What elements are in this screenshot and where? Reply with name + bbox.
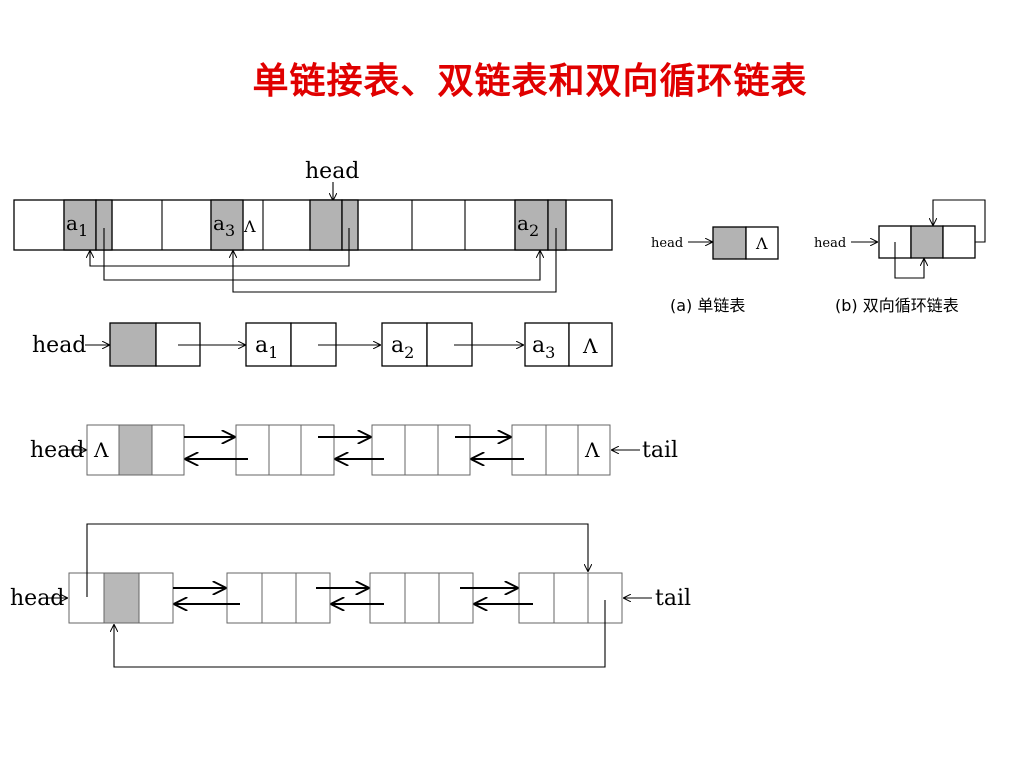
svg-text:head: head bbox=[814, 236, 846, 251]
pointer-head-to-a1 bbox=[90, 228, 350, 267]
svg-text:a3: a3 bbox=[532, 333, 555, 362]
dll-node-1-prior bbox=[235, 424, 270, 476]
svg-text:head: head bbox=[32, 333, 86, 358]
dcll-head-next bbox=[138, 572, 174, 624]
node-a-data bbox=[712, 226, 747, 260]
pointer-a1-to-a2 bbox=[103, 228, 540, 281]
svg-text:Λ: Λ bbox=[582, 334, 598, 358]
sll-head-node-data bbox=[109, 322, 157, 367]
svg-text:tail: tail bbox=[642, 438, 678, 463]
dcll-node-2-prior bbox=[369, 572, 406, 624]
memory-head-label: head bbox=[305, 159, 359, 184]
dll-node-2-prior bbox=[371, 424, 406, 476]
sll-node-a1-data bbox=[245, 322, 292, 367]
sll-node-a2-data bbox=[381, 322, 428, 367]
caption-b: (b) 双向循环链表 bbox=[835, 296, 959, 315]
memory-cell-a2 bbox=[514, 199, 549, 251]
dll-head-data bbox=[118, 424, 153, 476]
caption-a: (a) 单链表 bbox=[670, 296, 745, 315]
dll-node-3-prior bbox=[511, 424, 547, 476]
svg-text:a2: a2 bbox=[517, 211, 539, 240]
pointer-a2-to-a3 bbox=[233, 228, 557, 293]
dcll-head-prior bbox=[68, 572, 105, 624]
sll-node-a3-next bbox=[568, 322, 613, 367]
dll-head-next bbox=[151, 424, 185, 476]
memory-a3-null: Λ bbox=[243, 217, 256, 236]
sll-node-a3-data bbox=[524, 322, 570, 367]
svg-text:a1: a1 bbox=[66, 211, 88, 240]
singly-linked-list: head a1 a2 a3 Λ bbox=[32, 322, 613, 367]
dcll-head-data bbox=[103, 572, 140, 624]
svg-text:Λ: Λ bbox=[93, 438, 109, 462]
svg-text:tail: tail bbox=[655, 586, 691, 611]
svg-text:a1: a1 bbox=[255, 333, 278, 362]
node-a-next bbox=[745, 226, 779, 260]
page-title: 单链接表、双链表和双向循环链表 bbox=[252, 60, 808, 102]
svg-text:a2: a2 bbox=[391, 333, 414, 362]
dcll-node-3-next bbox=[587, 572, 623, 624]
dcll-node-1-prior bbox=[226, 572, 263, 624]
node-b-next bbox=[942, 225, 976, 259]
dcll-wrap-top-arrow bbox=[86, 523, 588, 597]
svg-text:a3: a3 bbox=[213, 211, 235, 240]
doubly-linked-list: head Λ Λ tail bbox=[30, 424, 678, 476]
dcll-wrap-bottom-arrow bbox=[114, 600, 606, 668]
diagram-a-single-list: head Λ (a) 单链表 bbox=[651, 226, 779, 315]
memory-cell-a3 bbox=[210, 199, 244, 251]
memory-array-diagram: head a1 a3 Λ a2 bbox=[13, 159, 613, 293]
memory-cell-head-node bbox=[309, 199, 343, 251]
memory-cell-a1 bbox=[63, 199, 97, 251]
svg-text:Λ: Λ bbox=[584, 438, 600, 462]
svg-text:head: head bbox=[651, 236, 683, 251]
doubly-circular-linked-list: head tail bbox=[10, 523, 691, 668]
diagram-b-circular-list: head (b) 双向循环链表 bbox=[814, 199, 986, 315]
memory-cell-head-next bbox=[341, 199, 359, 251]
circular-prior-arrow bbox=[894, 242, 924, 279]
dcll-node-3-prior bbox=[518, 572, 555, 624]
memory-cell-a2-next bbox=[547, 199, 567, 251]
circular-next-arrow bbox=[933, 199, 986, 243]
node-b-data bbox=[910, 225, 944, 259]
dll-node-3-next bbox=[577, 424, 611, 476]
svg-text:Λ: Λ bbox=[755, 234, 768, 253]
